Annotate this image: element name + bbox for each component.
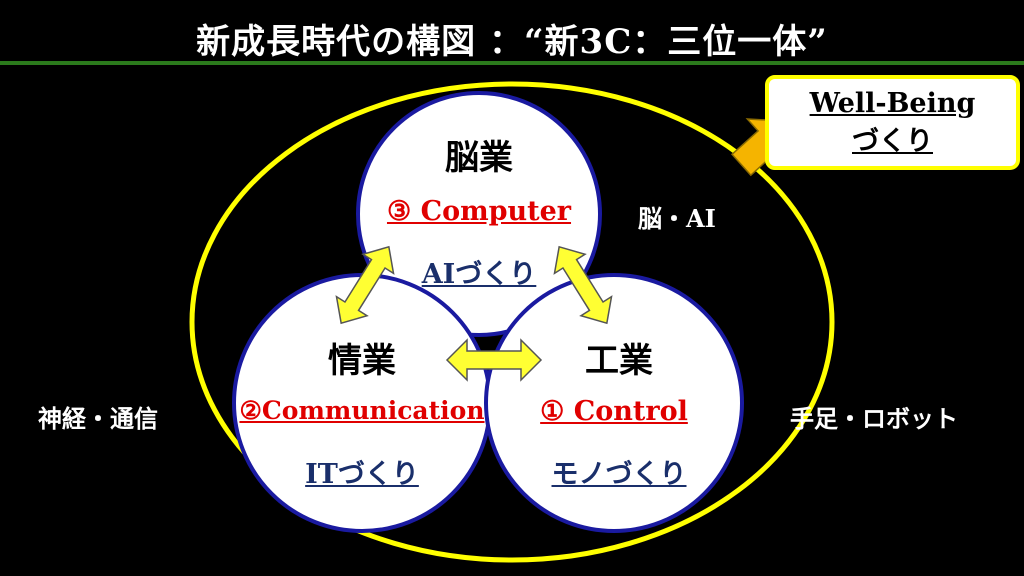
- double-arrow-top-right: [553, 245, 613, 325]
- right-sub: モノづくり: [551, 459, 687, 490]
- circle-top: [356, 91, 602, 337]
- right-label: ① Control: [540, 396, 688, 427]
- right-heading: 工業: [585, 341, 653, 381]
- side-label-brain: 脳・AI: [638, 204, 716, 233]
- left-label: ②Communication: [239, 396, 485, 425]
- outer-ellipse: [189, 81, 835, 563]
- title-divider: [0, 61, 1024, 65]
- side-label-limbs: 手足・ロボット: [790, 404, 958, 433]
- circle-right: [484, 273, 744, 533]
- side-label-nerve: 神経・通信: [38, 404, 158, 433]
- left-heading: 情業: [328, 341, 396, 381]
- top-label: ③ Computer: [386, 196, 572, 227]
- slide-title: 新成長時代の構図 ：“新3C：三位一体”: [196, 22, 828, 62]
- well-being-line2: づくり: [852, 126, 933, 157]
- well-being-line1: Well-Being: [809, 88, 976, 119]
- left-sub: ITづくり: [305, 459, 419, 490]
- double-arrow-top-left: [335, 245, 395, 325]
- well-being-box: Well-Being づくり: [765, 75, 1020, 170]
- double-arrow-horizontal: [445, 338, 543, 382]
- top-heading: 脳業: [445, 138, 513, 178]
- top-sub: AIづくり: [421, 259, 537, 290]
